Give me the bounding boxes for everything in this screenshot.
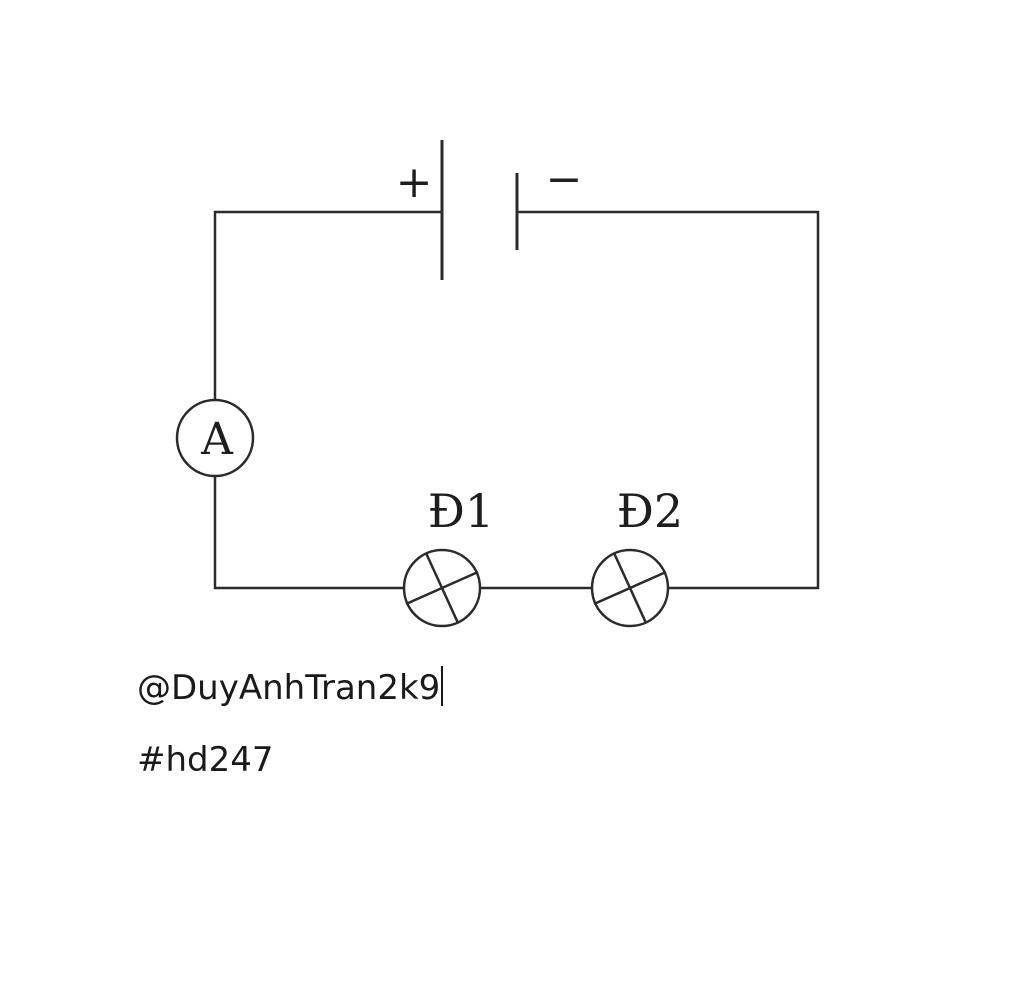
ammeter-label: A: [200, 414, 234, 465]
lamp-2-label: Đ2: [617, 484, 683, 538]
lamp-2: Đ2: [590, 484, 683, 628]
wires: [213, 210, 820, 590]
hashtag: #hd247: [137, 740, 274, 780]
author-handle-text: @DuyAnhTran2k9: [137, 668, 441, 708]
wire-left-bottom: [213, 476, 404, 590]
lamp-1-cross-b: [424, 552, 460, 624]
lamp-1-circle: [402, 548, 482, 628]
battery-positive-sign: +: [396, 157, 433, 208]
ammeter-circle: [175, 398, 255, 478]
lamp-1-label: Đ1: [428, 484, 494, 538]
ammeter: A: [175, 398, 255, 478]
author-handle: @DuyAnhTran2k9: [137, 666, 444, 708]
wire-top-left: [213, 210, 442, 400]
text-caret: [441, 666, 444, 706]
lamp-1: Đ1: [402, 484, 494, 628]
wire-right: [517, 210, 820, 590]
battery: + −: [396, 140, 583, 280]
lamp-2-cross-b: [612, 552, 648, 624]
battery-negative-sign: −: [546, 154, 583, 205]
lamp-2-circle: [590, 548, 670, 628]
